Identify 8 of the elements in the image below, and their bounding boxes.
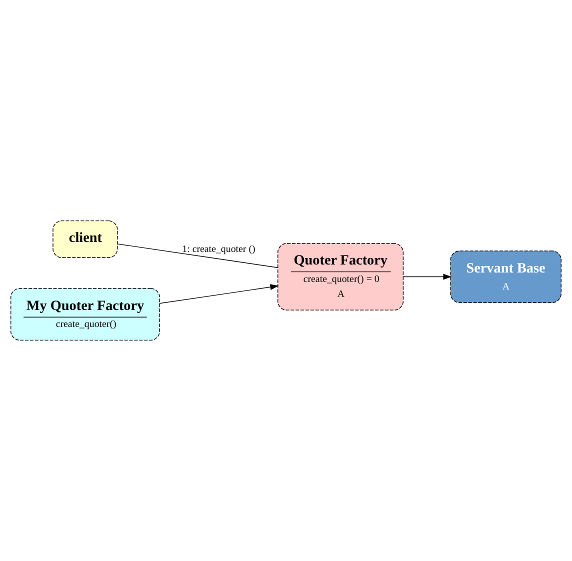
node-box: Servant Base A <box>450 250 562 303</box>
node-box: My Quoter Factory create_quoter() <box>10 288 160 341</box>
connector <box>117 244 278 268</box>
node-box: client <box>52 220 118 258</box>
arrow <box>159 284 279 304</box>
node-box: Quoter Factory create_quoter() = 0 A <box>278 243 404 310</box>
arrow <box>402 274 452 280</box>
edge-label: 1: create_quoter () <box>182 244 256 256</box>
